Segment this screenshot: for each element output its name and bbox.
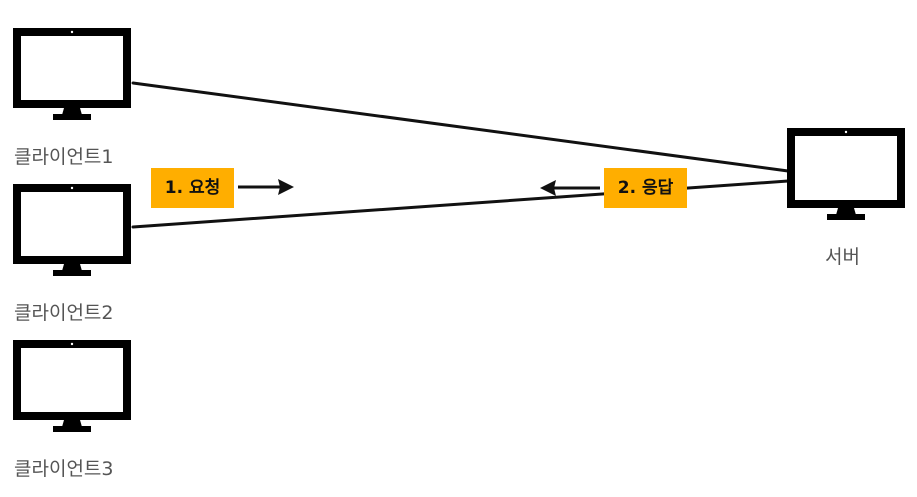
monitor-icon [13,28,131,120]
connection-client1-server [131,81,790,173]
server-label: 서버 [825,246,860,268]
client1-label: 클라이언트1 [14,146,114,168]
monitor-icon [13,340,131,432]
request-arrow [238,179,294,195]
request-step-badge: 1. 요청 [151,168,234,208]
client2-label: 클라이언트2 [14,302,114,324]
response-step-badge: 2. 응답 [604,168,687,208]
monitor-icon [787,128,905,220]
response-arrow [540,180,600,196]
monitor-icon [13,184,131,276]
client3-label: 클라이언트3 [14,458,114,480]
